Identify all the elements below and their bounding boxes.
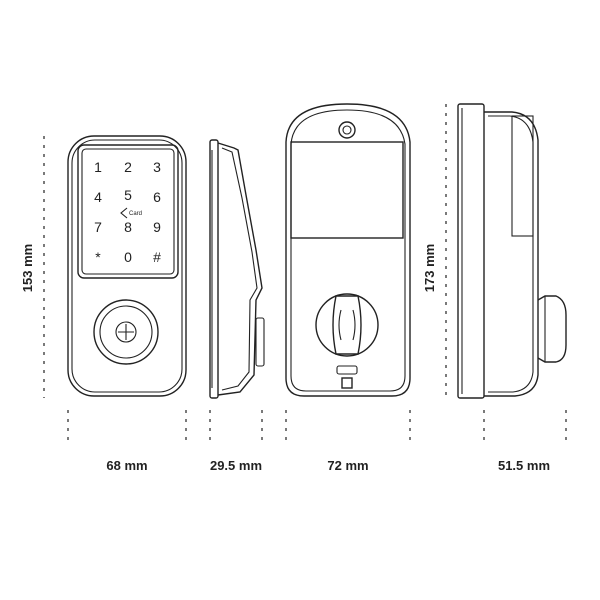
- front-width-label: 68 mm: [106, 458, 147, 473]
- battery-cover: [290, 141, 404, 239]
- key-0: 0: [124, 249, 132, 265]
- card-reader-icon: [120, 207, 128, 219]
- key-star: *: [95, 249, 101, 265]
- key-1: 1: [94, 159, 102, 175]
- key-9: 9: [153, 219, 161, 235]
- key-2: 2: [124, 159, 132, 175]
- key-4: 4: [94, 189, 102, 205]
- keypad-panel: [77, 144, 179, 279]
- back-height-label: 173 mm: [422, 244, 437, 292]
- front-view: 1 2 3 4 5 6 7 8 9 * 0 # Card: [67, 135, 187, 397]
- side-depth-label: 29.5 mm: [210, 458, 262, 473]
- key-cylinder-inner: [99, 305, 153, 359]
- key-3: 3: [153, 159, 161, 175]
- key-5: 5: [124, 187, 132, 203]
- interior-depth-label: 51.5 mm: [498, 458, 550, 473]
- back-width-label: 72 mm: [327, 458, 368, 473]
- screw-icon: [338, 121, 356, 139]
- card-label: Card: [129, 211, 142, 217]
- reset-button-icon: [341, 377, 353, 389]
- thumb-turn-icon: [315, 293, 379, 357]
- key-cylinder-outer: [93, 299, 159, 365]
- front-height-label: 153 mm: [20, 244, 35, 292]
- side-view-exterior: [209, 139, 265, 399]
- side-view-interior: [457, 103, 567, 399]
- dimension-guides: [43, 104, 567, 440]
- keyhole-icon: [115, 321, 137, 343]
- back-view: [285, 103, 411, 397]
- key-6: 6: [153, 189, 161, 205]
- key-7: 7: [94, 219, 102, 235]
- key-hash: #: [153, 249, 161, 265]
- key-8: 8: [124, 219, 132, 235]
